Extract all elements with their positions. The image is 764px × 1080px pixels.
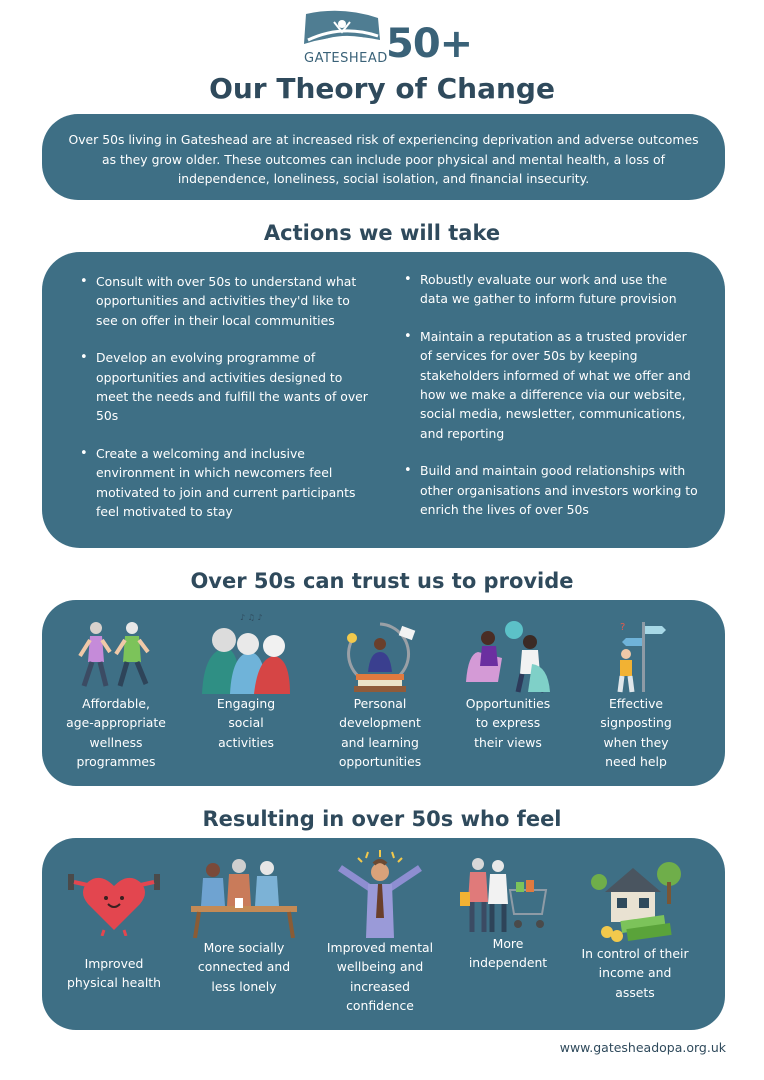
reading-person-icon	[347, 622, 416, 692]
svg-text:♪ ♫ ♪: ♪ ♫ ♪	[240, 613, 262, 622]
feel-item-label: More socially connected and less lonely	[197, 940, 291, 994]
feel-item-income: In control of their income and assets	[576, 852, 694, 1002]
provide-item-learning: Personal development and learning opport…	[324, 618, 436, 772]
provide-item-views: Opportunities to express their views	[452, 618, 564, 752]
page-title: Our Theory of Change	[209, 72, 555, 105]
feel-item-physical: Improved physical health	[58, 864, 170, 993]
feel-item-label: Improved physical health	[67, 956, 161, 991]
list-item: Build and maintain good relationships wi…	[402, 461, 698, 519]
list-item: Create a welcoming and inclusive environ…	[78, 444, 368, 522]
provide-item-wellness: Affordable, age-appropriate wellness pro…	[60, 618, 172, 772]
provide-item-signposting: ? Effective signposting when they need h…	[580, 618, 692, 772]
feel-item-label: More independent	[468, 936, 548, 971]
list-item: Consult with over 50s to understand what…	[78, 272, 368, 330]
card-game-icon	[191, 859, 297, 938]
walking-couple-icon	[78, 622, 150, 687]
actions-list-left: Consult with over 50s to understand what…	[78, 272, 368, 539]
feel-panel: Improved physical health More socially c…	[42, 838, 725, 1030]
provide-item-label: Affordable, age-appropriate wellness pro…	[66, 696, 166, 770]
conversation-icon	[466, 621, 550, 693]
actions-heading: Actions we will take	[263, 221, 501, 245]
singing-friends-icon: ♪ ♫ ♪	[202, 613, 290, 694]
gateshead-50-logo: GATESHEAD 50+	[300, 10, 473, 68]
strong-heart-icon	[68, 874, 160, 936]
house-money-icon	[591, 862, 681, 942]
provide-item-social: ♪ ♫ ♪ Engaging social activities	[190, 610, 302, 752]
provide-item-label: Engaging social activities	[216, 696, 276, 750]
provide-panel: Affordable, age-appropriate wellness pro…	[42, 600, 725, 786]
provide-heading: Over 50s can trust us to provide	[190, 569, 574, 593]
provide-item-label: Personal development and learning opport…	[338, 696, 422, 770]
intro-panel: Over 50s living in Gateshead are at incr…	[42, 114, 725, 200]
provide-item-label: Opportunities to express their views	[465, 696, 551, 750]
feel-item-label: In control of their income and assets	[581, 946, 689, 1000]
shopping-couple-icon	[460, 858, 548, 932]
signpost-icon: ?	[617, 622, 666, 693]
feel-heading: Resulting in over 50s who feel	[202, 807, 562, 831]
list-item: Develop an evolving programme of opportu…	[78, 348, 368, 426]
gateshead-emblem-icon	[304, 10, 380, 47]
list-item: Maintain a reputation as a trusted provi…	[402, 327, 698, 443]
logo-wordmark: GATESHEAD	[304, 51, 388, 66]
logo-number: 50+	[386, 21, 473, 67]
feel-item-social: More socially connected and less lonely	[182, 856, 306, 996]
actions-panel: Consult with over 50s to understand what…	[42, 252, 725, 548]
provide-item-label: Effective signposting when they need hel…	[600, 696, 672, 770]
feel-item-label: Improved mental wellbeing and increased …	[326, 940, 434, 1014]
joyful-person-icon	[338, 850, 422, 938]
feel-item-independent: More independent	[452, 856, 564, 973]
website-link[interactable]: www.gatesheadopa.org.uk	[559, 1040, 726, 1055]
list-item: Robustly evaluate our work and use the d…	[402, 270, 698, 309]
svg-text:?: ?	[620, 622, 625, 633]
intro-text: Over 50s living in Gateshead are at incr…	[68, 132, 699, 187]
actions-list-right: Robustly evaluate our work and use the d…	[402, 270, 698, 537]
feel-item-mental: Improved mental wellbeing and increased …	[318, 848, 442, 1016]
